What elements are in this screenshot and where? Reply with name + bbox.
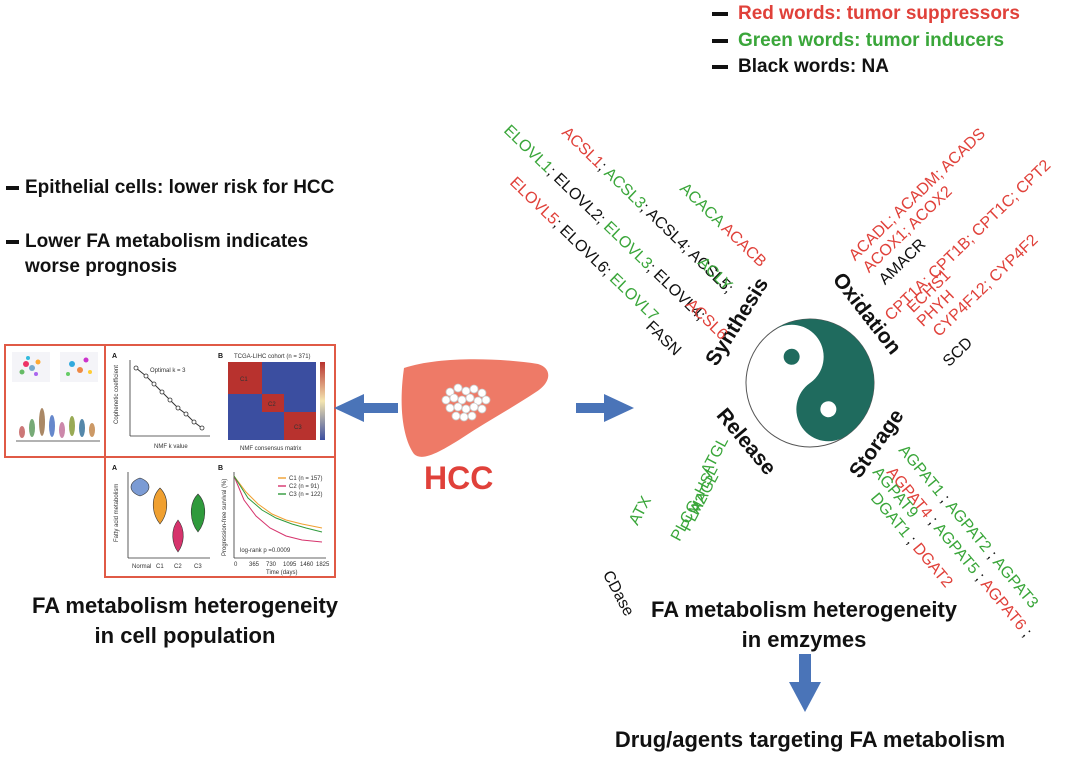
km-xtick-5: 1825 bbox=[316, 562, 330, 568]
legend-item-black: Black words: NA bbox=[712, 56, 889, 78]
violin-c2 bbox=[172, 519, 184, 553]
optimal-k-annotation: Optimal k = 3 bbox=[150, 368, 186, 374]
km-xtick-1: 365 bbox=[249, 562, 260, 568]
violin-label-c2: C2 bbox=[174, 564, 182, 570]
violin-label-c3: C3 bbox=[194, 564, 202, 570]
cluster-label-c2: C2 bbox=[268, 402, 276, 408]
km-xtick-0: 0 bbox=[234, 562, 238, 568]
heatmap-title: TCGA-LIHC cohort (n = 371) bbox=[234, 354, 311, 360]
km-xlabel: Time (days) bbox=[266, 570, 297, 576]
dash-icon bbox=[712, 11, 728, 16]
km-curve-c2 bbox=[233, 475, 323, 543]
km-ylabel: Progression-free survival (%) bbox=[222, 479, 228, 556]
km-panel-label: B bbox=[218, 465, 223, 472]
panel-b-label: B bbox=[218, 353, 223, 360]
dash-icon bbox=[6, 239, 19, 244]
km-curve-c3 bbox=[233, 475, 323, 533]
nmf-figure: A Optimal k = 3 NMF k value Cophenetic c… bbox=[112, 353, 325, 452]
cluster-label-c1: C1 bbox=[240, 377, 248, 383]
km-legend-c2: C2 (n = 91) bbox=[289, 484, 319, 490]
down-arrow-icon bbox=[789, 654, 821, 712]
km-xtick-3: 1095 bbox=[283, 562, 297, 568]
yin-yang-icon bbox=[745, 318, 875, 448]
violin-label-c1: C1 bbox=[156, 564, 164, 570]
left-arrow-icon bbox=[334, 394, 398, 422]
legend-item-green: Green words: tumor inducers bbox=[712, 30, 1004, 52]
prognosis-panel: A Normal C1 C2 C3 Fatty acid metabolism … bbox=[104, 456, 336, 578]
umap-dots-2 bbox=[66, 357, 92, 376]
bullet-epithelial: Epithelial cells: lower risk for HCC bbox=[6, 175, 334, 200]
heatmap-colorbar bbox=[320, 362, 325, 440]
legend-item-red: Red words: tumor suppressors bbox=[712, 3, 1020, 25]
dash-icon bbox=[712, 64, 728, 69]
umap-panel bbox=[4, 344, 108, 458]
dash-icon bbox=[712, 38, 728, 43]
cluster-label-c3: C3 bbox=[294, 425, 302, 431]
umap-violin-figure bbox=[12, 352, 100, 442]
nmf-ylabel: Cophenetic coefficient bbox=[114, 365, 120, 424]
hcc-label: HCC bbox=[424, 460, 494, 496]
tumor-cells-icon bbox=[441, 383, 491, 422]
umap-dots-1 bbox=[19, 356, 41, 376]
dash-icon bbox=[6, 185, 19, 190]
violin-ylabel: Fatty acid metabolism bbox=[114, 484, 120, 542]
km-legend-c3: C3 (n = 122) bbox=[289, 492, 323, 498]
heatmap-block-c1 bbox=[228, 362, 262, 394]
nmf-panel: A Optimal k = 3 NMF k value Cophenetic c… bbox=[104, 344, 336, 458]
violin-label-normal: Normal bbox=[132, 564, 151, 570]
violin-strip bbox=[19, 408, 95, 438]
km-xtick-2: 730 bbox=[266, 562, 277, 568]
heatmap-xlabel: NMF consensus matrix bbox=[240, 446, 301, 452]
violin-normal bbox=[130, 477, 150, 497]
umap-plot-2 bbox=[60, 352, 98, 382]
cophenetic-points bbox=[133, 365, 205, 431]
nmf-xlabel: NMF k value bbox=[154, 444, 188, 450]
violin-panel-label: A bbox=[112, 465, 117, 472]
km-legend-c1: C1 (n = 157) bbox=[289, 476, 323, 482]
km-pvalue: log-rank p =0.0009 bbox=[240, 548, 291, 554]
caption-cell-population: FA metabolism heterogeneity in cell popu… bbox=[31, 593, 339, 648]
violin-c3 bbox=[190, 493, 206, 533]
violin-c1 bbox=[152, 487, 168, 525]
caption-drug-agents: Drug/agents targeting FA metabolism bbox=[614, 727, 1006, 752]
right-arrow-icon bbox=[576, 394, 634, 422]
heatmap-block-c3 bbox=[284, 412, 316, 440]
km-xtick-4: 1460 bbox=[300, 562, 314, 568]
caption-enzymes: FA metabolism heterogeneity in emzymes bbox=[650, 597, 958, 652]
prognosis-figure: A Normal C1 C2 C3 Fatty acid metabolism … bbox=[112, 465, 330, 576]
heatmap-block-c2 bbox=[262, 394, 284, 412]
panel-a-label: A bbox=[112, 353, 117, 360]
bullet-prognosis: Lower FA metabolism indicates worse prog… bbox=[6, 229, 308, 279]
km-curve-c1 bbox=[233, 475, 323, 529]
